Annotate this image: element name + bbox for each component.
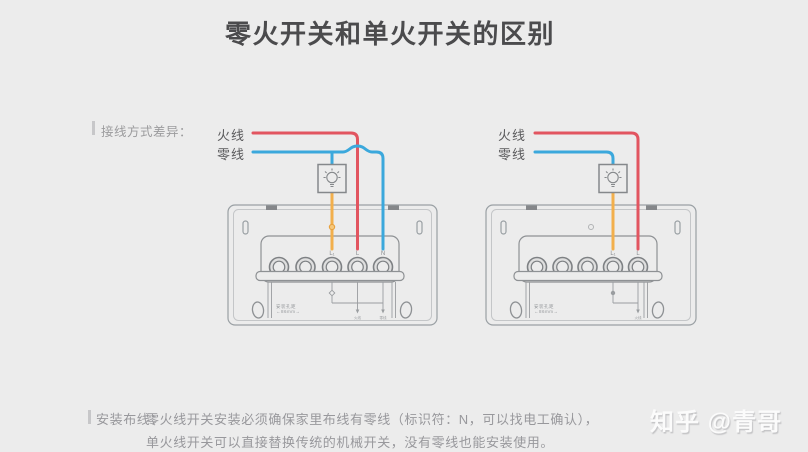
install-note-line2: 单火线开关可以直接替换传统的机械开关，没有零线也能安装使用。 (146, 435, 555, 450)
bulb-icon (604, 168, 622, 188)
left-terminal-l-label: L (356, 251, 360, 257)
left-neutral-wire (251, 144, 385, 251)
left-device-fine-print: 安装孔距 ←86mm→ (276, 304, 301, 314)
fine-print-line: 安装孔距 (534, 304, 554, 309)
right-switch-device (485, 204, 697, 326)
right-wires (533, 131, 640, 251)
install-section-marker (88, 410, 91, 424)
wiring-section-marker (92, 121, 95, 135)
mounting-tab (388, 205, 399, 210)
right-live-wire-label: 火线 (498, 128, 527, 143)
schematic-label: 火线 (354, 315, 362, 320)
terminal-labels: L₁ L N L₁ L (329, 251, 640, 257)
left-neutral-wire-label: 零线 (217, 147, 246, 162)
left-wires (251, 131, 385, 251)
mounting-tab (266, 205, 277, 210)
schematic-tiny-labels: 火线 零线 火线 (354, 315, 642, 320)
install-section-label: 安装布线： (96, 412, 165, 427)
right-device-fine-print: 安装孔距 ←86mm→ (534, 304, 559, 314)
right-live-wire (533, 131, 640, 251)
printed-schematic (267, 282, 396, 318)
fine-print-line: ←86mm→ (534, 309, 559, 314)
right-terminal-l1-label: L₁ (610, 251, 615, 257)
right-neutral-wire (533, 150, 615, 166)
left-live-wire (251, 131, 359, 251)
left-terminal-n-label: N (381, 251, 385, 257)
schematic-label: 零线 (380, 315, 388, 320)
zhihu-watermark: 知乎 @青哥 (650, 409, 783, 436)
wiring-section-label: 接线方式差异： (101, 125, 193, 139)
printed-schematic (525, 282, 648, 318)
mounting-tab (646, 205, 657, 210)
left-lamp-box (317, 163, 347, 194)
right-neutral-wire-label: 零线 (498, 147, 527, 162)
bulb-icon (323, 168, 341, 188)
install-note-line1: 零火线开关安装必须确保家里布线有零线（标识符：N，可以找电工确认）， (146, 412, 599, 427)
mounting-tab (526, 205, 537, 210)
right-terminal-l-label: L (636, 251, 640, 257)
fine-print-line: ←86mm→ (276, 309, 301, 314)
page-title: 零火开关和单火开关的区别 (224, 19, 555, 49)
face-hole (328, 223, 336, 231)
left-terminal-l1-label: L₁ (329, 251, 334, 257)
right-lamp-box (598, 163, 628, 194)
face-hole (588, 224, 594, 230)
schematic-label: 火线 (635, 315, 643, 320)
left-live-wire-label: 火线 (217, 128, 246, 143)
fine-print-line: 安装孔距 (276, 304, 296, 309)
